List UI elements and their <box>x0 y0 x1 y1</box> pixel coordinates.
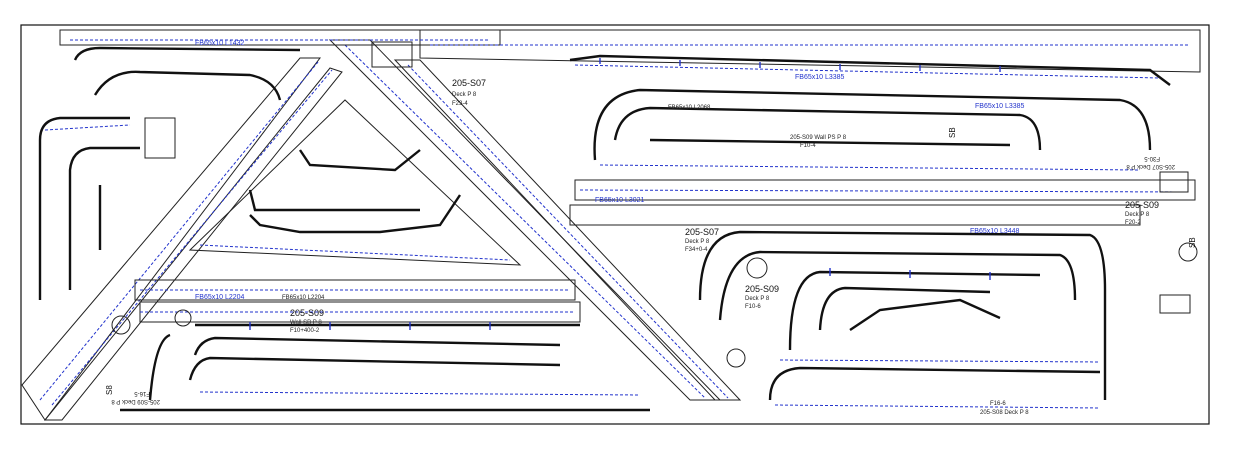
left-side-loops <box>38 46 301 300</box>
part-label-p4: 205-S09 Wall SB P 8 F10+400-2 <box>290 308 324 334</box>
part-frame: F10+400-2 <box>290 328 320 334</box>
part-number: 205-S09 <box>745 284 779 294</box>
profile-label: FB65x10 L3021 <box>595 197 645 204</box>
part-frame: F30-5 <box>1144 155 1160 161</box>
cutouts <box>111 41 1198 368</box>
diagonal-strip-left <box>21 57 343 421</box>
part-frame: F10-6 <box>745 304 761 310</box>
part-desc: Deck P 8 <box>452 92 477 98</box>
part-label-p9: 205-S09 Deck P 8 F16-5 <box>111 390 160 404</box>
part-desc: Deck P 8 <box>1125 212 1150 218</box>
part-frame: F34+0-4 <box>685 247 708 253</box>
part-number: 205-S07 <box>685 227 719 237</box>
part-text: 205-S07 Deck P 8 <box>1126 163 1175 169</box>
mark-sb: SB <box>1188 237 1197 248</box>
triangle-panel <box>188 99 522 266</box>
part-label-p3: 205-S09 Deck P 8 F10-6 <box>745 284 779 310</box>
part-desc: Deck P 8 <box>685 239 710 245</box>
profile-label: FB65x10 L3385 <box>975 103 1025 110</box>
profile-label: FB65x10 L2204 <box>195 294 245 301</box>
marking-ticks <box>249 58 1001 330</box>
part-label-p1: 205-S07 Deck P 8 F23-4 <box>452 78 486 107</box>
profile-label: FB65x10 L2068 <box>668 105 711 111</box>
right-lower-loops <box>698 230 1107 409</box>
part-frame: F16-6 <box>990 401 1006 407</box>
right-upper-strips <box>569 88 1196 226</box>
part-number: 205-S09 <box>1125 200 1159 210</box>
part-frame: F23-4 <box>452 101 468 107</box>
part-frame: F16-5 <box>134 390 150 396</box>
mark-sb: SB <box>948 127 957 138</box>
part-number: 205-S07 <box>452 78 486 88</box>
part-text: 205-S08 Deck P 8 <box>980 410 1029 416</box>
part-label-p8: 205-S08 Deck P 8 F16-6 <box>980 401 1029 416</box>
profile-label: FB65x10 L2204 <box>282 295 325 301</box>
part-text: 205-S09 Deck P 8 <box>111 398 160 404</box>
mark-s8: S8 <box>105 385 114 395</box>
part-number: 205-S09 <box>290 308 324 318</box>
part-label-p6: 205-S09 Wall PS P 8 F10-4 <box>790 135 847 149</box>
part-desc: Deck P 8 <box>745 296 770 302</box>
profile-label: FB65x10 L3385 <box>795 74 845 81</box>
profile-label: FB65x10 L1432 <box>195 40 245 47</box>
bottom-left-strips <box>120 279 650 412</box>
part-label-p5: 205-S07 Deck P 8 F34+0-4 <box>685 227 719 253</box>
part-frame: F10-4 <box>800 143 816 149</box>
part-text: 205-S09 Wall PS P 8 <box>790 135 847 141</box>
part-desc: Wall SB P 8 <box>290 320 322 326</box>
profile-label: FB65x10 L3448 <box>970 228 1020 235</box>
part-label-p7: 205-S07 Deck P 8 F30-5 <box>1126 155 1175 169</box>
top-strips <box>59 29 1201 86</box>
part-label-p2: 205-S09 Deck P 8 F20-2 <box>1125 200 1159 226</box>
part-frame: F20-2 <box>1125 220 1141 226</box>
